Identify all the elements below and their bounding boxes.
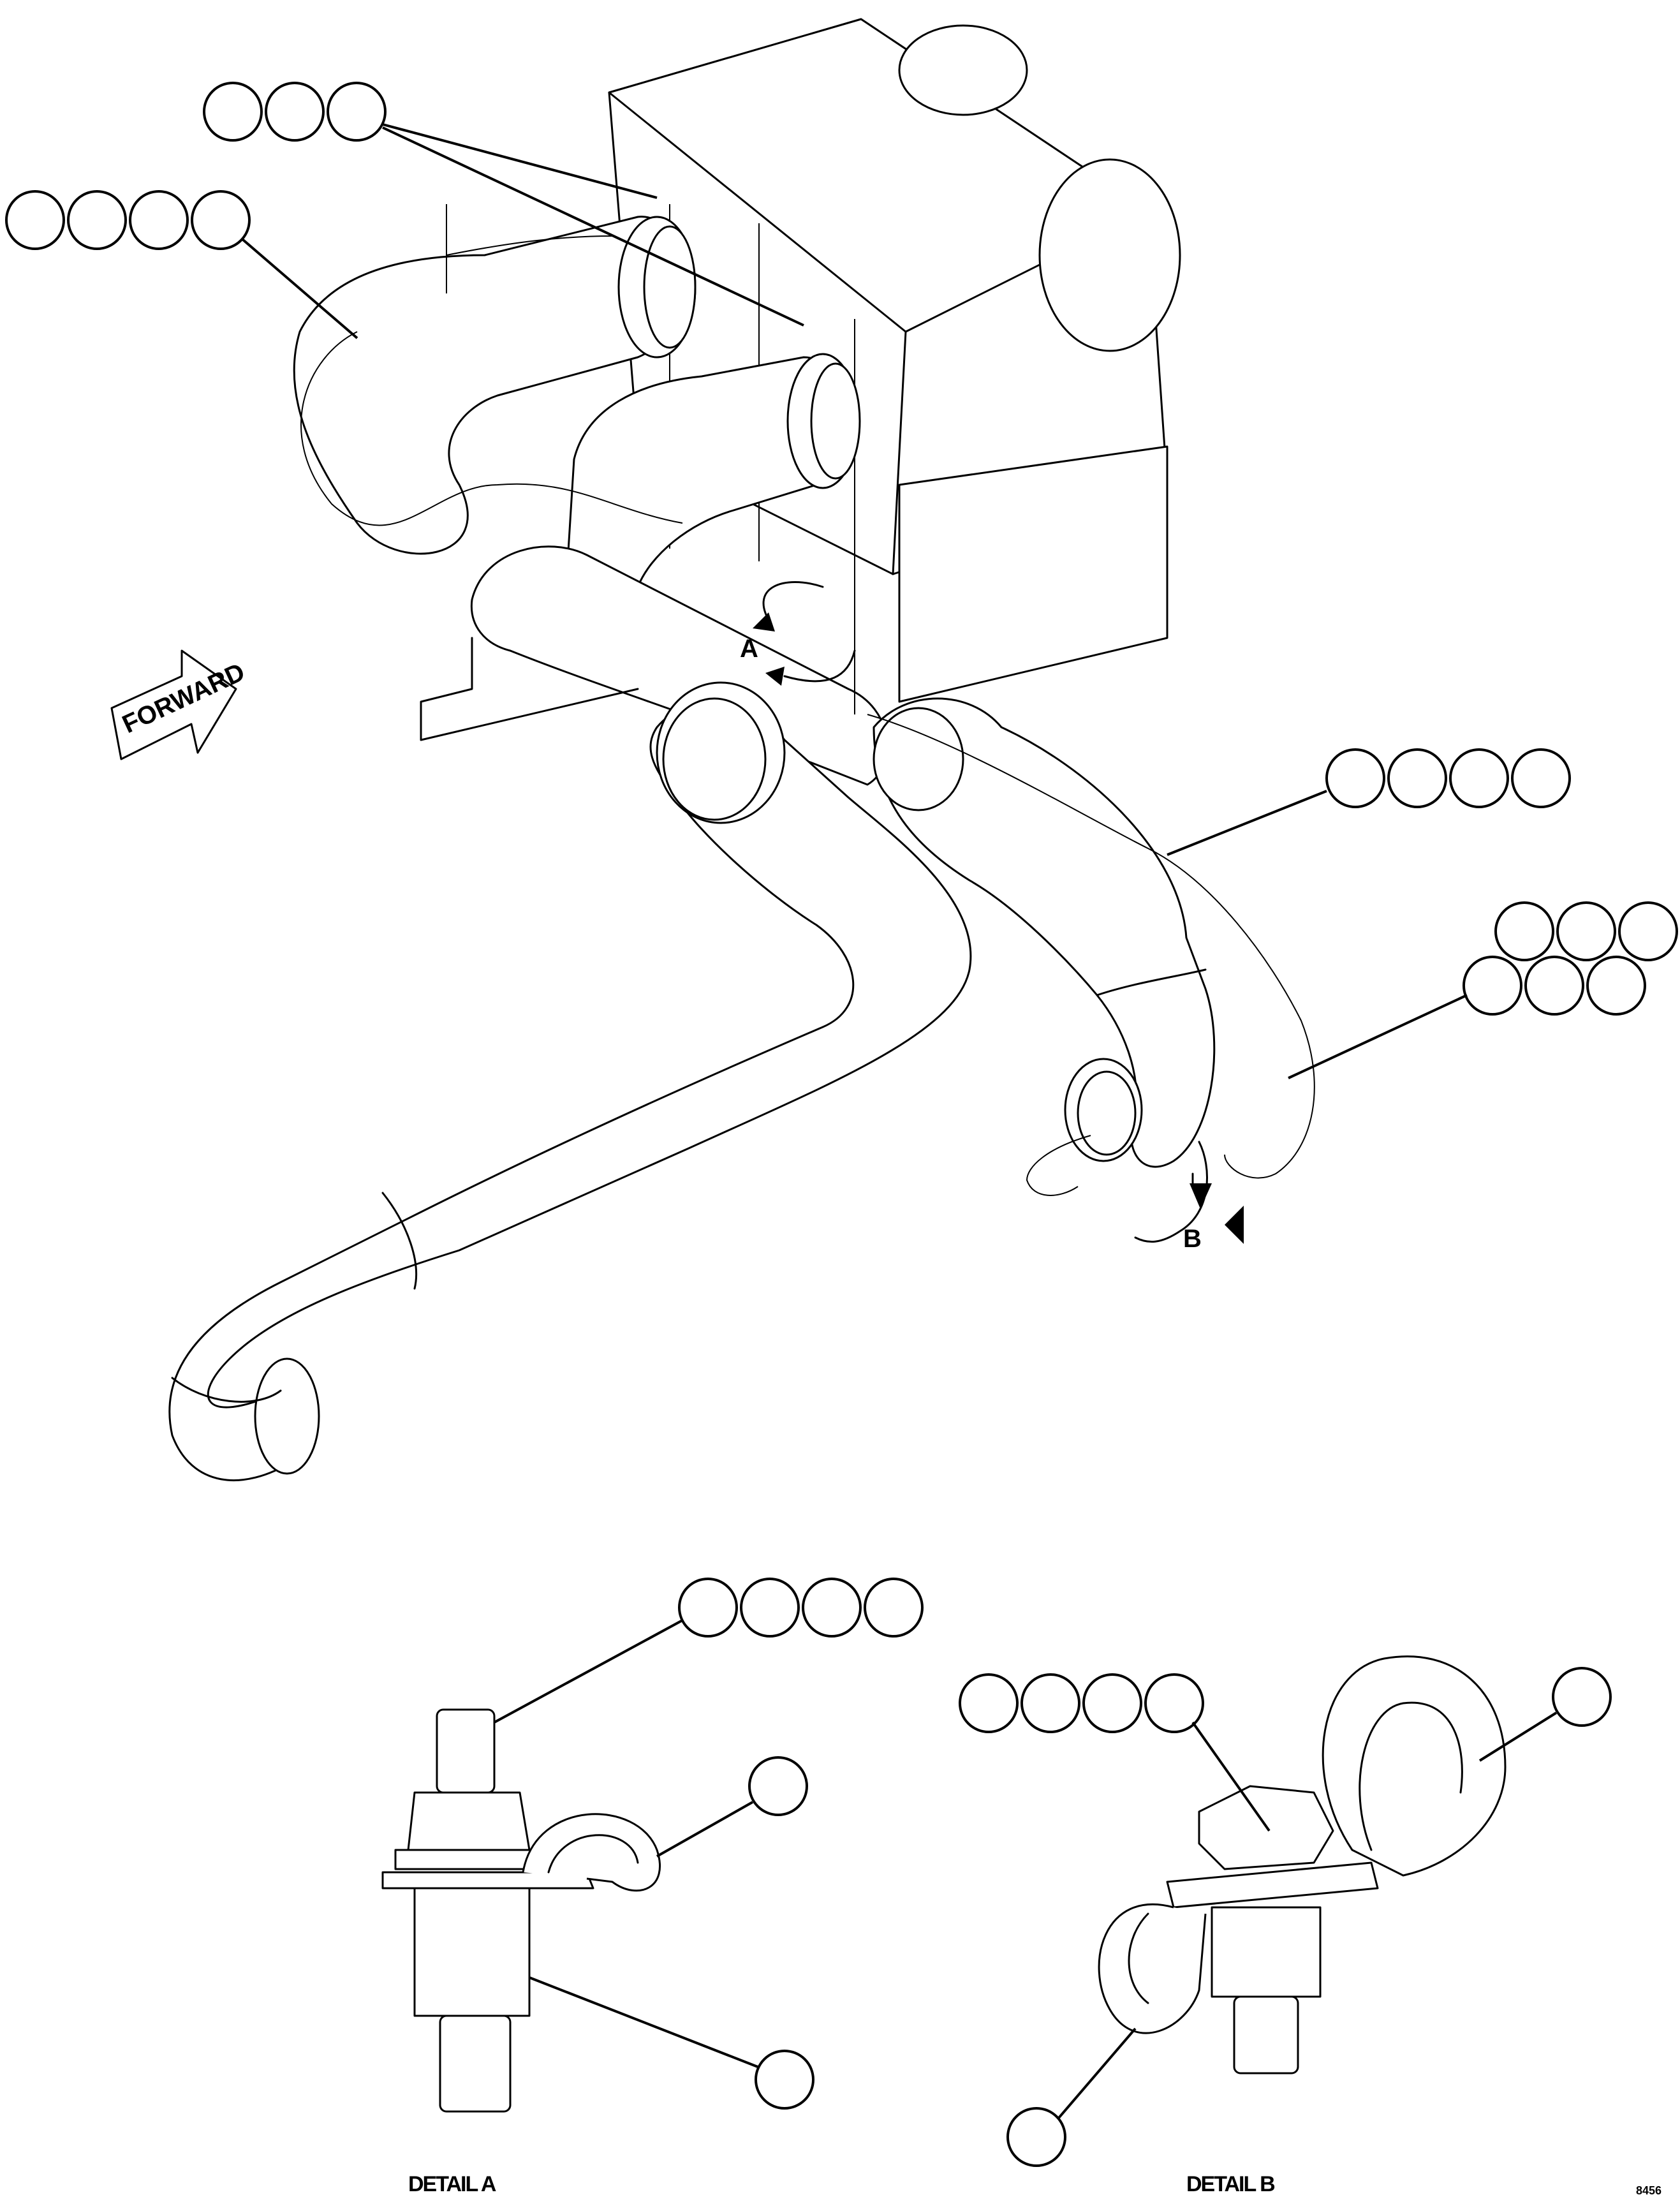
callout-balloon [959,1673,1019,1733]
callout-balloon [5,190,65,250]
callout-balloon [1463,956,1522,1016]
callout-balloon [1618,901,1678,961]
callout-leader [494,1619,683,1724]
callout-balloon [1552,1667,1612,1727]
callout-balloon [265,82,325,142]
sensor-wire-harness [300,204,1315,1196]
callout-group-left [5,190,358,339]
drawing-id: 8456 [1636,2184,1662,2197]
callout-leader [1167,790,1327,856]
forward-direction-arrow: FORWARD [110,649,249,760]
callout-leader [382,126,804,327]
callout-balloon [129,190,189,250]
right-downpipe [873,697,1216,1168]
callout-leader [241,238,358,339]
callout-leader [529,1976,758,2068]
callout-balloon [1144,1673,1204,1733]
callout-leader [382,123,658,199]
callout-balloon [802,1578,862,1638]
callout-balloon [1387,748,1447,808]
callout-balloon [748,1756,808,1816]
upper-elbow-pipe-rear [293,216,696,555]
detail-a-caption: DETAIL A [408,2172,496,2196]
callout-balloon [1006,2107,1066,2167]
callout-balloon [740,1578,800,1638]
callout-balloon [1494,901,1554,961]
callout-balloon [67,190,127,250]
aftertreatment-housing [608,18,1181,703]
callout-balloon [203,82,263,142]
detail-a-callout: A [740,581,856,686]
detail-b-caption: DETAIL B [1186,2172,1275,2196]
detail-b-marker: B [1183,1225,1202,1253]
callout-balloon [1586,956,1646,1016]
detail-a-marker: A [740,635,758,663]
callout-leader [1288,994,1468,1079]
callout-leader [1191,1721,1271,1832]
callout-balloon [191,190,251,250]
callout-group-right-lower [1288,901,1678,1079]
upper-elbow-pipe-front [566,353,861,613]
callout-leader [656,1801,753,1858]
detail-a-view: DETAIL A [381,1578,924,2196]
callout-balloon [1511,748,1571,808]
callout-leader [1057,2027,1137,2119]
callout-balloon [864,1578,924,1638]
callout-balloon [1449,748,1509,808]
callout-balloon [1556,901,1616,961]
crossover-tube [420,545,888,786]
detail-b-view: DETAIL B [959,1655,1612,2196]
callout-balloon [1524,956,1584,1016]
callout-balloon [1082,1673,1142,1733]
callout-leader [1478,1712,1558,1762]
callout-balloon [1021,1673,1080,1733]
callout-balloon [678,1578,738,1638]
callout-balloon [327,82,387,142]
callout-balloon [1325,748,1385,808]
main-exhaust-pipe [168,681,972,1482]
callout-group-top-left [203,82,804,327]
callout-balloon [755,2050,814,2110]
callout-group-right-upper [1167,748,1571,856]
detail-b-callout: B [1134,1141,1244,1253]
